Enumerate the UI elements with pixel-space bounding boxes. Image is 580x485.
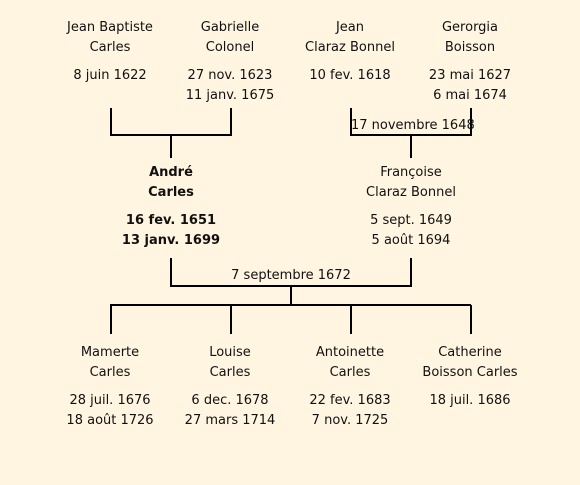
person-dates: 16 fev. 1651 13 janv. 1699 <box>101 211 241 251</box>
person-name-line1: André <box>149 165 193 180</box>
person-dates: 18 juil. 1686 <box>400 391 540 411</box>
death-date: 6 mai 1674 <box>433 88 507 103</box>
person-dates: 28 juil. 1676 18 août 1726 <box>40 391 180 431</box>
birth-date: 28 juil. 1676 <box>69 393 151 408</box>
person-louise-carles: Louise Carles 6 dec. 1678 27 mars 1714 <box>160 343 300 431</box>
person-jean-baptiste-carles: Jean Baptiste Carles 8 juin 1622 <box>40 18 180 86</box>
person-dates: 10 fev. 1618 <box>280 66 420 86</box>
person-gerorgia-boisson: Gerorgia Boisson 23 mai 1627 6 mai 1674 <box>400 18 540 106</box>
person-name-line2: Colonel <box>205 40 255 55</box>
person-dates: 8 juin 1622 <box>40 66 180 86</box>
marriage-date-grandparents-right: 17 novembre 1648 <box>351 118 475 133</box>
death-date: 11 janv. 1675 <box>185 88 275 103</box>
person-name-line1: Louise <box>209 345 251 360</box>
person-name-line2: Boisson Carles <box>422 365 518 380</box>
person-dates: 27 nov. 1623 11 janv. 1675 <box>160 66 300 106</box>
person-name-line1: Françoise <box>380 165 442 180</box>
person-dates: 22 fev. 1683 7 nov. 1725 <box>280 391 420 431</box>
person-gabrielle-colonel: Gabrielle Colonel 27 nov. 1623 11 janv. … <box>160 18 300 106</box>
person-dates: 5 sept. 1649 5 août 1694 <box>341 211 481 251</box>
person-name-line1: Gerorgia <box>441 20 499 35</box>
death-date: 7 nov. 1725 <box>311 413 389 428</box>
person-name-line2: Claraz Bonnel <box>305 40 395 55</box>
birth-date: 5 sept. 1649 <box>370 213 452 228</box>
person-andre-carles: André Carles 16 fev. 1651 13 janv. 1699 <box>101 163 241 251</box>
person-jean-claraz-bonnel: Jean Claraz Bonnel 10 fev. 1618 <box>280 18 420 86</box>
person-francoise-claraz-bonnel: Françoise Claraz Bonnel 5 sept. 1649 5 a… <box>341 163 481 251</box>
birth-date: 22 fev. 1683 <box>309 393 391 408</box>
person-name-line2: Boisson <box>444 40 496 55</box>
person-dates: 6 dec. 1678 27 mars 1714 <box>160 391 300 431</box>
person-name-line1: Catherine <box>438 345 502 360</box>
person-name-line2: Claraz Bonnel <box>366 185 456 200</box>
birth-date: 27 nov. 1623 <box>187 68 273 83</box>
person-antoinette-carles: Antoinette Carles 22 fev. 1683 7 nov. 17… <box>280 343 420 431</box>
marriage-date-parents: 7 septembre 1672 <box>231 268 351 283</box>
person-name-line2: Carles <box>329 365 371 380</box>
birth-date: 8 juin 1622 <box>73 68 147 83</box>
person-dates: 23 mai 1627 6 mai 1674 <box>400 66 540 106</box>
death-date: 27 mars 1714 <box>184 413 276 428</box>
birth-date: 16 fev. 1651 <box>125 213 217 228</box>
person-name-line1: Antoinette <box>315 345 385 360</box>
person-catherine-boisson-carles: Catherine Boisson Carles 18 juil. 1686 <box>400 343 540 411</box>
death-date: 13 janv. 1699 <box>121 233 221 248</box>
birth-date: 18 juil. 1686 <box>429 393 511 408</box>
person-name-line2: Carles <box>209 365 251 380</box>
person-name-line2: Carles <box>89 40 131 55</box>
person-mamerte-carles: Mamerte Carles 28 juil. 1676 18 août 172… <box>40 343 180 431</box>
death-date: 18 août 1726 <box>66 413 154 428</box>
couple-bracket-left-grandparents <box>110 108 232 136</box>
birth-date: 10 fev. 1618 <box>309 68 391 83</box>
person-name-line1: Jean Baptiste <box>67 20 153 35</box>
person-name-line1: Jean <box>335 20 365 35</box>
death-date: 5 août 1694 <box>371 233 451 248</box>
birth-date: 6 dec. 1678 <box>191 393 269 408</box>
person-name-line1: Gabrielle <box>200 20 260 35</box>
person-name-line2: Carles <box>148 185 194 200</box>
birth-date: 23 mai 1627 <box>428 68 512 83</box>
person-name-line1: Mamerte <box>80 345 140 360</box>
person-name-line2: Carles <box>89 365 131 380</box>
